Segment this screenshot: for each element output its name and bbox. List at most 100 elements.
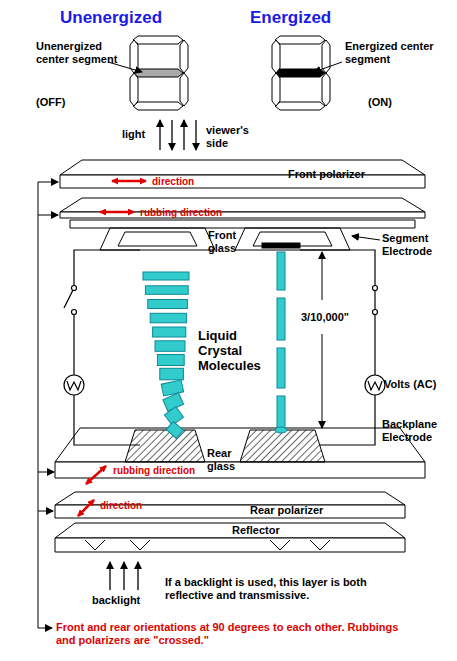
seven-segment-digit [272,36,330,110]
illustration-part [67,381,81,390]
illustration-part [145,286,188,295]
layer-plate: Rear glassrubbing direction [45,428,430,480]
illustration-part [100,228,215,250]
illustration-part [373,286,378,291]
dimension-label: 3/10,000" [300,311,350,324]
illustration-part [270,540,290,550]
illustration-part [262,243,300,248]
illustration-part [64,375,84,395]
illustration-part [38,628,52,629]
part-label: Segment Electrode [382,232,450,258]
illustration-part [275,102,325,110]
viewer-label: viewer's side [206,124,256,150]
layer-plate: rubbing directionFront glass [55,196,420,254]
illustration-part [60,198,425,212]
caption-note: Front and rear orientations at 90 degree… [56,621,406,647]
illustration-part [275,427,287,433]
part-label: Backplane Electrode [382,418,452,444]
part-label: Liquid Crystal Molecules [198,328,268,373]
state-label: (ON) [368,96,392,109]
state-heading: Unenergized [60,8,162,28]
illustration-part [166,422,183,439]
illustration-part [322,252,323,300]
layer-name: Reflector [232,524,280,537]
direction-label: rubbing direction [140,206,222,219]
illustration-part [143,272,189,280]
illustration-part [374,312,375,375]
illustration-part [86,466,106,484]
illustration-part [161,380,183,396]
illustration-part [60,175,425,188]
illustration-part [277,396,285,430]
illustration-part [38,182,39,628]
illustration-part [322,73,330,106]
circuit-wire [64,250,385,445]
illustration-part [180,40,188,73]
illustration-part [310,540,330,550]
illustration-part [240,430,325,462]
illustration-part [159,120,160,150]
illustration-part [277,348,285,388]
illustration-part [272,40,280,73]
plate [55,160,425,552]
part-label: Volts (AC) [384,378,436,391]
illustration-part [150,313,186,323]
reflector-mark [85,540,330,550]
illustration-part [374,288,375,312]
illustration-part [148,300,188,309]
illustration-part [64,288,74,308]
backlight-label: backlight [92,594,140,607]
illustration-part [171,120,172,150]
illustration-part [118,232,197,246]
illustration-part [322,334,323,428]
illustration-part [109,562,110,590]
illustration-part [55,462,425,478]
illustration-part [38,215,58,216]
layer-plate: Reflector [55,522,410,554]
illustration-part [78,500,94,516]
illustration-part [320,395,375,445]
illustration-part [314,62,342,72]
layer-name: Rear polarizer [250,504,323,517]
illustration-part [60,212,425,218]
illustration-part [38,511,53,512]
illustration-part [183,120,184,150]
dimension-line [322,252,323,428]
illustration-part [38,182,58,183]
illustration-part [368,381,382,390]
illustration-part [133,69,183,77]
illustration-part [125,430,205,462]
illustration-part [130,40,138,73]
illustration-part [160,368,184,380]
callout-label: Unenergized center segment [36,40,126,66]
illustration-part [275,36,325,44]
illustration-part [153,327,186,337]
light-label: light [122,128,145,141]
illustration-part [130,540,150,550]
illustration-part [55,538,405,552]
illustration-part [70,220,415,228]
illustration-part [373,310,378,315]
layer-name: Front glass [208,229,248,255]
illustration-part [365,375,385,395]
illustration-part [123,562,124,590]
illustration-part [300,250,375,288]
illustration-part [74,395,140,445]
direction-label: direction [100,499,142,512]
backlight-arrow [110,562,138,590]
illustration-part [180,73,188,106]
illustration-part [275,69,325,77]
illustration-part [195,120,196,150]
illustration-part [60,160,425,175]
illustration-part [112,180,146,183]
illustration-part [74,250,140,288]
layer-name: Rear glass [207,447,247,473]
illustration-part [73,312,74,375]
illustration-part [277,252,285,290]
illustration-part [130,73,138,106]
illustration-part [137,562,138,590]
layer-plate: directionFront polarizer [60,160,430,192]
illustration-part [100,211,134,214]
callout-label: Energized center segment [345,40,440,66]
